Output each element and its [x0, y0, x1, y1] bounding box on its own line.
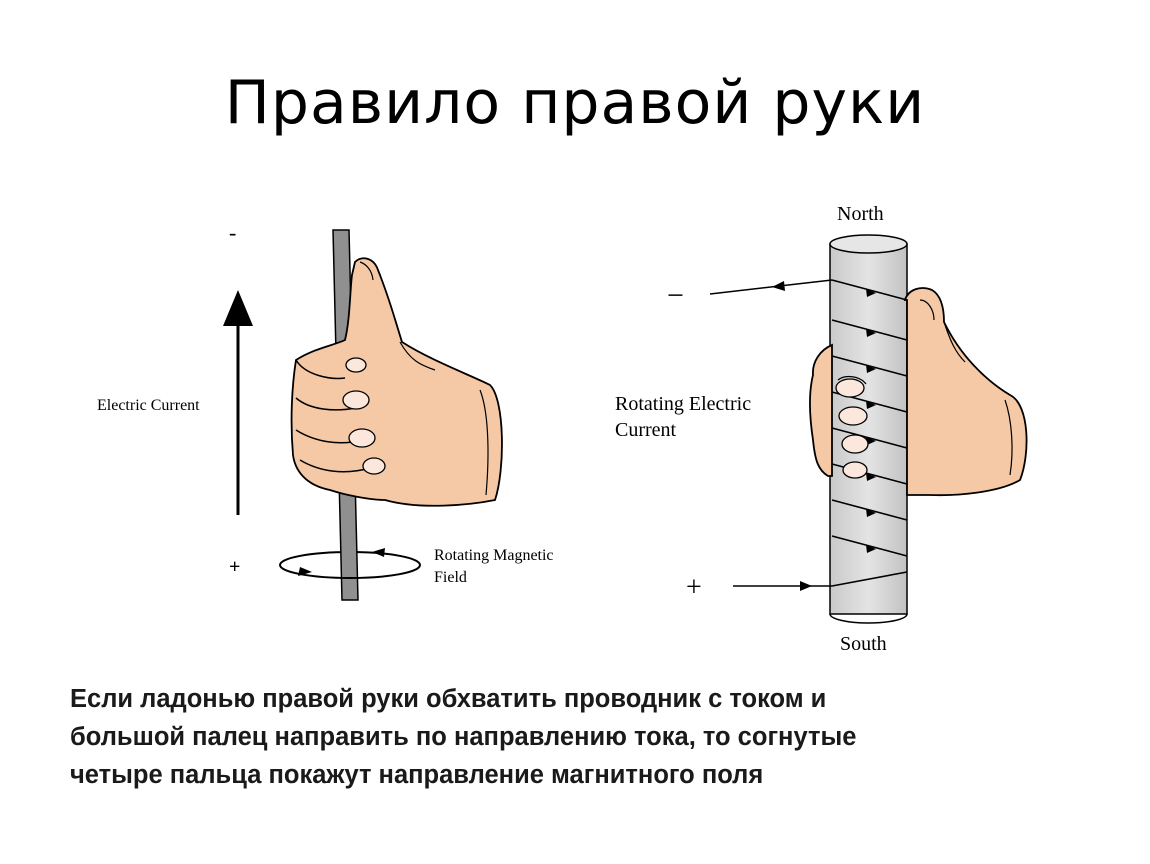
right-plus-label: +	[686, 572, 702, 603]
left-minus-label: -	[229, 220, 236, 245]
caption-line-2: большой палец направить по направлению т…	[70, 723, 857, 751]
right-minus-label: −	[667, 279, 684, 312]
rotating-magnetic-field-label-2: Field	[434, 569, 467, 586]
left-plus-label: +	[229, 556, 240, 578]
electric-current-label: Electric Current	[97, 397, 200, 414]
coil-arrows	[866, 289, 876, 553]
south-label: South	[840, 633, 887, 655]
slide-title: Правило правой руки	[224, 68, 926, 138]
rule-caption: Если ладонью правой руки обхватить прово…	[70, 680, 1110, 794]
caption-line-1: Если ладонью правой руки обхватить прово…	[70, 685, 827, 713]
north-label: North	[837, 203, 884, 225]
field-arrow-front	[298, 567, 312, 576]
caption-line-3: четыре пальца покажут направление магнит…	[70, 761, 764, 789]
right-hand-illustration	[809, 287, 1028, 497]
left-diagram: - Electric Current +	[97, 220, 554, 601]
right-hand-rule-diagram: - Electric Current +	[97, 203, 1028, 655]
rotating-electric-current-label-1: Rotating Electric	[615, 393, 751, 415]
left-hand-illustration	[290, 257, 503, 507]
bottom-lead-arrow	[800, 581, 812, 591]
rotating-magnetic-field-label-1: Rotating Magnetic	[434, 547, 554, 564]
rotating-electric-current-label-2: Current	[615, 419, 677, 441]
right-diagram: North South	[615, 203, 1028, 655]
top-lead-wire	[709, 279, 833, 295]
current-arrow	[223, 290, 253, 515]
top-lead-arrow	[772, 281, 785, 291]
magnetic-field-ring-front	[279, 564, 421, 579]
field-arrow-back	[372, 548, 385, 557]
